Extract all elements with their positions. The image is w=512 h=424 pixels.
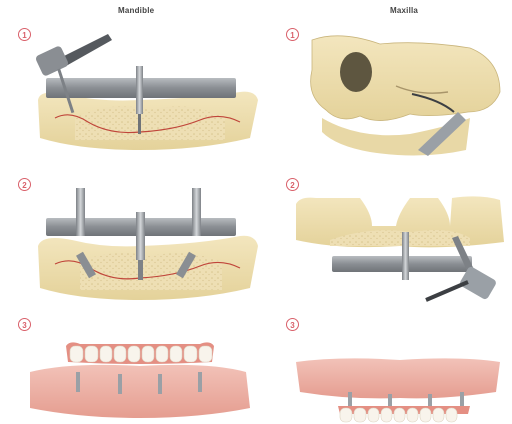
maxilla-step-2 — [296, 196, 504, 300]
maxilla-step-3 — [296, 358, 500, 422]
mandible-step-2 — [38, 188, 258, 300]
maxilla-step-1 — [311, 36, 500, 156]
mandible-step-3 — [30, 342, 250, 418]
mandible-step-1 — [35, 34, 258, 150]
